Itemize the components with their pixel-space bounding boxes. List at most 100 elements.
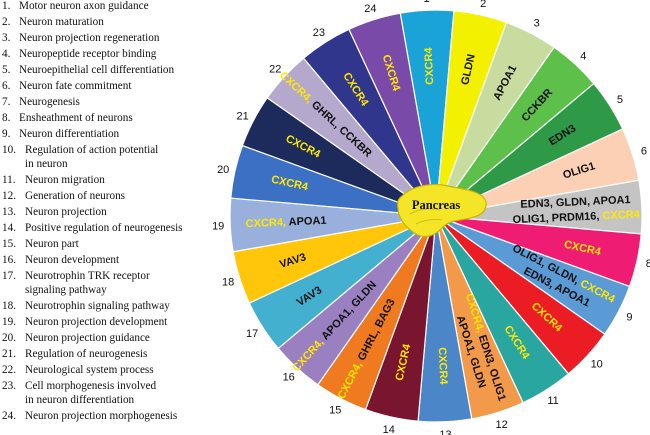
legend-item: 6.Neuron fate commitment: [2, 80, 131, 93]
legend-item-label: Neurotrophin TRK receptor: [25, 270, 150, 282]
legend-item: 3. Neuron projection regeneration: [2, 32, 159, 45]
legend-item: 17. Neurotrophin TRK receptor: [2, 270, 150, 283]
legend-item: in neuron differentiation: [2, 394, 134, 407]
legend-item: signaling pathway: [2, 284, 107, 297]
legend-item-label: Neuron part: [25, 238, 79, 250]
wheel-segment-number: 14: [383, 424, 395, 435]
gene-name: CXCR4: [423, 46, 437, 85]
legend-item-label: Regulation of neurogenesis: [25, 348, 148, 360]
gene-name: OLIG1, PRDM16,: [512, 210, 602, 226]
legend-item: 12. Generation of neurons: [2, 190, 125, 203]
wheel-segment-number: 1: [423, 0, 429, 5]
legend-item-number: 23.: [2, 380, 16, 392]
wheel-segment-number: 11: [547, 395, 558, 407]
wheel-segment-number: 4: [580, 50, 586, 62]
center-label: Pancreas: [412, 198, 461, 212]
legend-item-label: Neuroepithelial cell differentiation: [19, 64, 175, 76]
legend-item-label: Neuron fate commitment: [19, 80, 132, 92]
legend-item-label: Neuron maturation: [19, 16, 104, 28]
legend-item-label: Neuron differentiation: [19, 128, 120, 140]
gene-name: APOA1: [288, 215, 326, 229]
legend-item: in neuron: [2, 158, 68, 171]
legend-item-number: 12.: [2, 190, 16, 202]
legend-item-label: Neurological system process: [25, 364, 154, 376]
wheel-segment-number: 3: [534, 18, 540, 30]
legend-item-label: Motor neuron axon guidance: [19, 0, 149, 12]
legend-item-number: 15.: [2, 238, 16, 250]
legend-item-label: Neuron projection morphogenesis: [25, 410, 178, 422]
wheel-gene-label: CXCR4: [436, 347, 450, 386]
wheel-segment-number: 2: [480, 0, 486, 10]
wheel-segment-number: 8: [646, 258, 650, 270]
legend-item: 15. Neuron part: [2, 238, 79, 251]
legend-item: 9. Neuron differentiation: [2, 128, 119, 141]
wheel-segment-number: 20: [217, 164, 229, 176]
wheel-segment-number: 12: [495, 419, 507, 431]
wheel-segment-number: 13: [439, 429, 451, 435]
wheel-segment-number: 21: [236, 110, 248, 122]
legend-item-label: Neurotrophin signaling pathway: [25, 300, 170, 312]
gene-name: CXCR4: [436, 347, 450, 386]
legend-item-number: 19.: [2, 316, 16, 328]
legend-item-label: signaling pathway: [25, 284, 107, 296]
legend-item-label: Positive regulation of neurogenesis: [25, 222, 183, 234]
wheel-gene-label: EDN3, GLDN, APOA1: [520, 194, 631, 211]
legend-item-label: Regulation of action potential: [25, 144, 159, 156]
wheel-segment-number: 6: [641, 145, 647, 157]
wheel-segment-24: [348, 12, 437, 217]
legend-item: 11. Neuron migration: [2, 174, 105, 187]
wheel-segment-number: 10: [591, 358, 603, 370]
pancreas-organ-icon: [397, 183, 487, 238]
legend-item-label: Neuron migration: [25, 174, 105, 186]
legend-item-label: Neurogenesis: [19, 96, 80, 108]
legend-item: 23. Cell morphogenesis involved: [2, 380, 156, 393]
legend-item-number: 21.: [2, 348, 16, 360]
wheel-gene-label: CXCR4: [423, 46, 437, 85]
legend-item: 18. Neurotrophin signaling pathway: [2, 300, 170, 313]
legend-item: 1. Motor neuron axon guidance: [2, 0, 149, 13]
wheel-segment-number: 15: [329, 404, 341, 416]
legend-item: 8.Ensheathment of neurons: [2, 112, 133, 125]
legend-item: 7. Neurogenesis: [2, 96, 80, 109]
legend-item-label: in neuron differentiation: [25, 394, 135, 406]
legend-item-number: 5.: [2, 64, 11, 76]
legend-item-label: Generation of neurons: [25, 190, 126, 202]
legend-item: 2. Neuron maturation: [2, 16, 104, 29]
legend-item: 20. Neuron projection guidance: [2, 332, 150, 345]
legend-item-label: Neuron projection: [25, 206, 107, 218]
legend-item-number: 1.: [2, 0, 11, 12]
wheel-segment-number: 24: [364, 3, 376, 15]
pancreas-center: Pancreas: [397, 183, 487, 238]
legend-item: 19.Neuron projection development: [2, 316, 167, 329]
wheel-segment-number: 22: [269, 64, 281, 76]
legend-item-number: 17.: [2, 270, 16, 282]
legend-item-number: 11.: [2, 174, 16, 186]
legend-item-number: 3.: [2, 32, 11, 44]
legend-item: 5. Neuroepithelial cell differentiation: [2, 64, 174, 77]
legend-item-label: Ensheathment of neurons: [19, 112, 133, 124]
legend-item-number: 9.: [2, 128, 11, 140]
legend-item-label: Neuron development: [25, 254, 120, 266]
legend-item-label: Neuron projection guidance: [25, 332, 150, 344]
wheel-gene-label: OLIG1, PRDM16, CXCR4: [512, 209, 640, 227]
legend-item-number: 13.: [2, 206, 16, 218]
legend-item-label: Neuron projection regeneration: [19, 32, 160, 44]
legend-item-number: 18.: [2, 300, 16, 312]
wheel-segment-number: 9: [626, 312, 632, 324]
gene-name: EDN3, GLDN, APOA1: [520, 194, 631, 211]
legend-item-number: 2.: [2, 16, 11, 28]
legend-item-number: 16.: [2, 254, 16, 266]
legend-item-number: 7.: [2, 96, 11, 108]
wheel-segment-number: 23: [313, 27, 325, 39]
legend-item-number: 10.: [2, 144, 16, 156]
legend-item-label: Neuropeptide receptor binding: [19, 48, 157, 60]
wheel-segment-number: 18: [222, 277, 234, 289]
legend-item: 24. Neuron projection morphogenesis: [2, 410, 177, 423]
legend-item-number: 20.: [2, 332, 16, 344]
legend-item: 22.Neurological system process: [2, 364, 154, 377]
wheel-gene-label: CXCR4, APOA1: [245, 215, 326, 231]
legend-item-number: 4.: [2, 48, 11, 60]
legend-item-number: 24.: [2, 410, 16, 422]
legend-item-label: Cell morphogenesis involved: [25, 380, 157, 392]
